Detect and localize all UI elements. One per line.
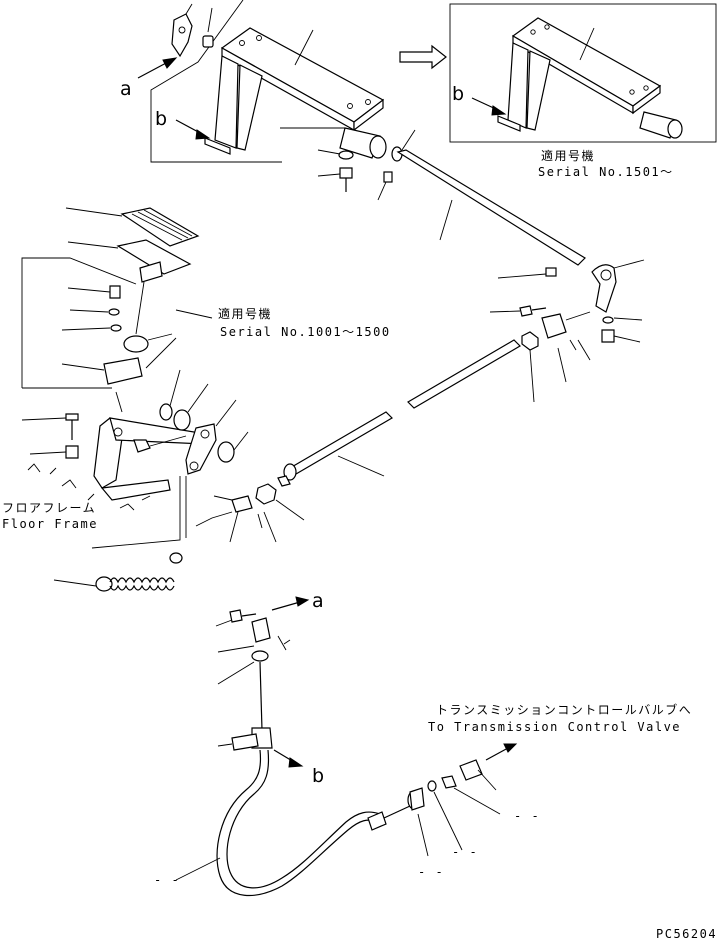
svg-text:a: a: [312, 590, 324, 612]
svg-text:b: b: [452, 83, 464, 105]
control-rod: [277, 339, 521, 487]
return-spring: [53, 552, 183, 592]
to-tcv-label-jp: トランスミッションコントロールバルブへ: [436, 702, 692, 717]
right-lever-group: [489, 259, 645, 403]
serial-label-2: Serial No.1001～1500: [220, 325, 391, 339]
svg-text:b: b: [155, 108, 167, 130]
drawing-code: PC56204: [656, 927, 717, 941]
valve-end-parts: [407, 743, 518, 857]
inset-box: b: [449, 3, 717, 143]
dash-mark-4: - -: [154, 873, 180, 887]
cable-end-top: [215, 609, 291, 731]
to-tcv-label-en: To Transmission Control Valve: [428, 720, 681, 734]
inset-arrow: [399, 44, 447, 70]
floor-frame-label-en: Floor Frame: [2, 517, 98, 531]
callout-b-top: b: [155, 108, 211, 140]
dash-mark-3: - -: [418, 865, 444, 879]
serial-label-1: Serial No.1501～: [538, 165, 674, 179]
dash-mark-2: - -: [452, 845, 478, 859]
pedal-assembly: [21, 207, 305, 549]
floor-frame-label-jp: フロアフレーム: [2, 501, 96, 515]
dash-mark-1: - -: [514, 809, 540, 823]
control-cable: [175, 727, 411, 897]
callout-b-bottom: b: [273, 749, 324, 787]
svg-text:a: a: [120, 78, 132, 100]
applicable-model-label-2: 適用号機: [218, 306, 272, 321]
callout-a-top: a: [120, 57, 178, 100]
svg-text:b: b: [312, 765, 324, 787]
floor-frame-hatch: [27, 463, 151, 511]
callout-a-bottom: a: [271, 590, 324, 612]
pedal-bracket-assembly: [150, 0, 416, 201]
cross-shaft: [396, 149, 586, 279]
applicable-model-label-1: 適用号機: [541, 148, 595, 163]
